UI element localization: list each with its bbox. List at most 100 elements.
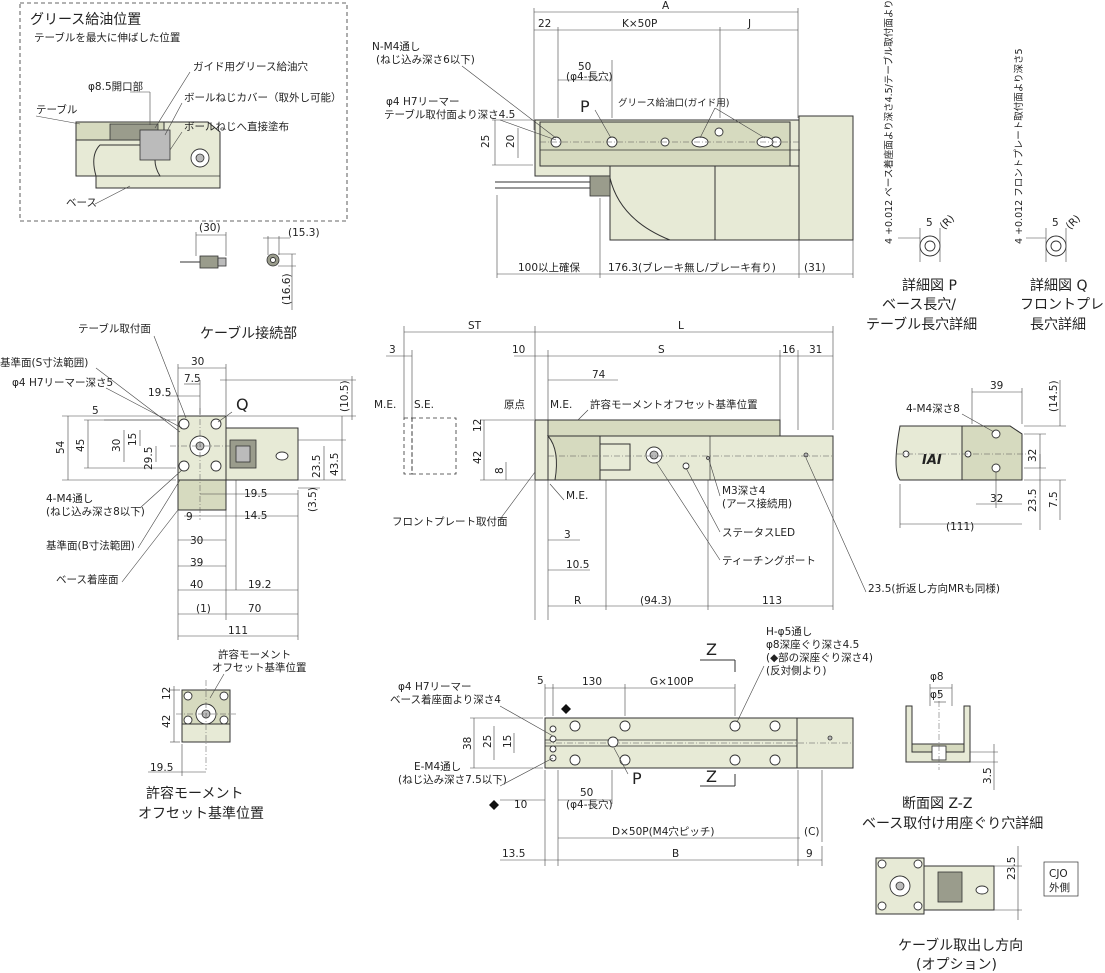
front-base: ベース着座面 — [56, 573, 118, 586]
cable-title: ケーブル接続部 — [200, 325, 297, 342]
grease-title: グリース給油位置 — [30, 12, 141, 28]
cableopt-t2: (オプション) — [916, 957, 997, 973]
front-dim-30c: 30 — [190, 535, 203, 547]
rear-dim-32: 32 — [1027, 449, 1039, 462]
front-dim-45: 45 — [75, 439, 87, 452]
top-dim-100: 100以上確保 — [518, 261, 581, 274]
front-ream: φ4 H7リーマー深さ5 — [12, 377, 113, 389]
side-dim-L: L — [678, 320, 684, 332]
top-view: A 22 K×50P J 50 (φ4-長穴) — [372, 0, 854, 278]
bottom-em4b: (ねじ込み深さ7.5以下) — [398, 774, 507, 786]
detail-q: 4 +0.012 フロントプレート取付面より深さ5 5 (R) 詳細図 Q フロ… — [1014, 48, 1105, 333]
top-dim-K: K×50P — [622, 18, 657, 30]
top-dim-50: 50 — [578, 61, 591, 73]
cable-dim-30: (30) — [199, 222, 221, 234]
grease-base-label: ベース — [66, 197, 97, 209]
detail-p: 4 +0.012 ベース着座面より深さ4.5/テーブル取付面より深さ4.5 5 … — [866, 0, 977, 333]
top-reamb: テーブル取付面より深さ4.5 — [384, 108, 515, 121]
front-view: 30 19.5 7.5 Q (10.5) 54 45 5 30 15 29.5 … — [0, 322, 356, 640]
bottom-Z1: Z — [706, 640, 717, 659]
cable-option-view: 23.5 CJO 外側 ケーブル取出し方向 (オプション) — [875, 846, 1079, 973]
side-dim-42: 42 — [472, 451, 484, 464]
rear-dim-111: (111) — [946, 521, 974, 533]
detailq-rot: 4 +0.012 フロントプレート取付面より深さ5 — [1014, 48, 1025, 244]
bottom-dim-G: G×100P — [650, 676, 693, 688]
front-dim-235: 23.5 — [311, 455, 323, 478]
side-me3: M.E. — [566, 490, 588, 502]
side-plate: フロントプレート取付面 — [392, 515, 508, 528]
rear-dim-32b: 32 — [990, 493, 1003, 505]
front-dim-192: 19.2 — [248, 579, 271, 591]
grease-position-view: グリース給油位置 テーブルを最大に伸ばした位置 φ8.5開口部 ガイド用グリース… — [19, 2, 348, 222]
bottom-hc: (◆部の深座ぐり深さ4) — [766, 651, 873, 664]
bottom-hb: φ8深座ぐり深さ4.5 — [766, 638, 859, 651]
bottom-view: 5 130 G×100P Z Z H-φ5通し φ8深座ぐり深さ4.5 (◆部の… — [390, 626, 873, 866]
top-ream: φ4 H7リーマー — [386, 96, 460, 108]
moment-offset-view: 許容モーメント オフセット基準位置 12 42 19.5 許容モーメント オフセ… — [138, 648, 307, 822]
front-dim-111: 111 — [228, 625, 248, 637]
bottom-dim-C: (C) — [804, 826, 820, 838]
bottom-dim-15: 15 — [502, 735, 514, 748]
detailp-t2: ベース長穴/ — [882, 297, 956, 313]
detailq-t1: 詳細図 Q — [1030, 278, 1087, 294]
top-dim-31: (31) — [804, 262, 826, 274]
bottom-dim-5: 5 — [537, 675, 544, 687]
rear-dim-145: (14.5) — [1048, 380, 1060, 412]
side-dim-943: (94.3) — [640, 595, 672, 607]
section-t2: ベース取付け用座ぐり穴詳細 — [862, 816, 1043, 832]
top-slot: (φ4-長穴) — [566, 70, 613, 83]
detailq-5: 5 — [1052, 217, 1059, 229]
side-m3b: (アース接続用) — [722, 497, 792, 510]
grease-cover-label: ボールねじカバー（取外し可能） — [184, 91, 342, 104]
grease-direct-label: ボールねじへ直接塗布 — [184, 120, 289, 133]
side-led: ステータスLED — [722, 527, 795, 539]
side-origin: 原点 — [504, 399, 525, 411]
side-dim-113: 113 — [762, 595, 782, 607]
side-me2: M.E. — [550, 399, 572, 411]
side-port: ティーチングポート — [722, 554, 816, 567]
bottom-ream: φ4 H7リーマー — [398, 681, 472, 693]
side-view: ST L 3 10 S 16 31 74 M.E. S.E. — [374, 320, 1000, 620]
rear-view: IAI 39 4-M4深さ8 (14.5) 32 32 23.5 7.5 (11… — [895, 380, 1066, 533]
cableopt-cjo: CJO — [1049, 868, 1068, 880]
moment-t2: オフセット基準位置 — [138, 805, 264, 822]
detailq-t2: フロントプレート — [1020, 297, 1105, 313]
top-nm4: N-M4通し — [372, 41, 420, 53]
cable-dim-153: (15.3) — [288, 227, 320, 239]
front-Q: Q — [236, 395, 249, 414]
bottom-P: P — [632, 769, 642, 788]
section-d35: 3.5 — [982, 767, 994, 784]
bottom-slot: (φ4-長穴) — [566, 798, 613, 811]
rear-dim-39: 39 — [990, 380, 1003, 392]
bottom-hd: (反対側より) — [766, 664, 826, 677]
bottom-dim-D: D×50P(M4穴ピッチ) — [612, 825, 715, 838]
bottom-dim-25: 25 — [482, 735, 494, 748]
grease-guide-label: ガイド用グリース給油穴 — [193, 60, 308, 73]
detailq-t3: 長穴詳細 — [1030, 317, 1086, 333]
rear-dim-235: 23.5 — [1027, 489, 1039, 512]
moment-dim-12: 12 — [161, 687, 173, 700]
top-dim-22: 22 — [538, 18, 551, 30]
side-dim-105: 10.5 — [566, 559, 589, 571]
bottom-em4: E-M4通し — [414, 761, 461, 773]
rear-dim-75: 7.5 — [1048, 491, 1060, 508]
bottom-dim-135: 13.5 — [502, 848, 525, 860]
detailp-t1: 詳細図 P — [902, 278, 957, 294]
top-dim-25: 25 — [480, 135, 492, 148]
front-m4: 4-M4通し — [46, 493, 93, 505]
front-dim-1: (1) — [196, 603, 211, 615]
moment-dim-42: 42 — [161, 715, 173, 728]
detailq-r: (R) — [1064, 213, 1083, 232]
front-dim-70: 70 — [248, 603, 261, 615]
cableopt-t1: ケーブル取出し方向 — [898, 937, 1023, 954]
detailp-rot: 4 +0.012 ベース着座面より深さ4.5/テーブル取付面より深さ4.5 — [883, 0, 895, 244]
grease-open-label: φ8.5開口部 — [88, 80, 143, 93]
front-tbl: テーブル取付面 — [78, 322, 151, 335]
front-dim-30: 30 — [191, 356, 204, 368]
side-dim-3b: 3 — [564, 529, 571, 541]
front-dim-75: 7.5 — [184, 373, 201, 385]
side-dim-74: 74 — [592, 369, 606, 381]
section-t1: 断面図 Z-Z — [902, 796, 972, 812]
section-d8: φ8 — [930, 671, 944, 683]
